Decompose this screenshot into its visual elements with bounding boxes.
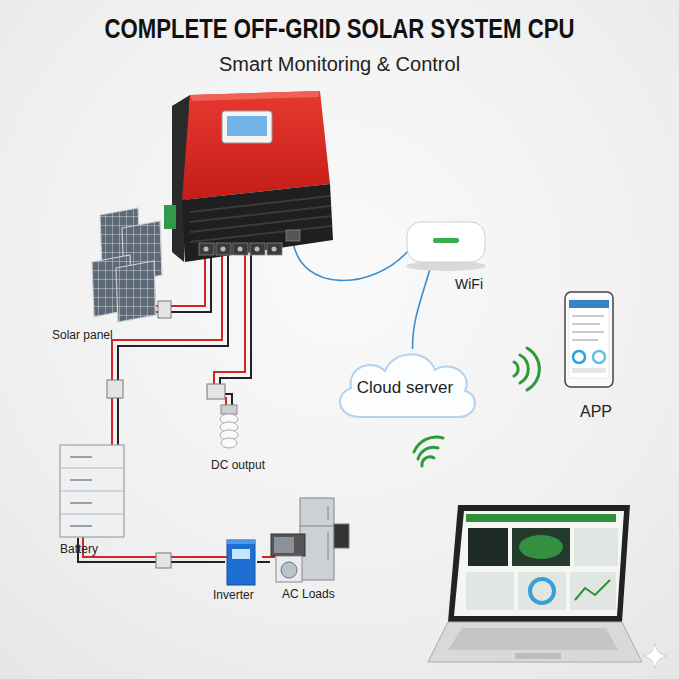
diagram-title: COMPLETE OFF-GRID SOLAR SYSTEM CPU bbox=[61, 14, 618, 45]
solar-panel-array: Solar panel bbox=[85, 205, 175, 325]
charge-controller bbox=[164, 91, 333, 262]
node-label: DC output bbox=[211, 458, 265, 472]
node-label: Cloud server bbox=[330, 378, 480, 398]
wire-connector bbox=[413, 262, 433, 349]
wifi-router-drawing bbox=[406, 222, 486, 271]
battery-cabinet: Battery bbox=[58, 443, 126, 538]
inverter-drawing bbox=[227, 540, 255, 585]
dc-output-wires bbox=[214, 250, 251, 406]
ac-loads: AC Loads bbox=[270, 497, 350, 585]
node-label: Solar panel bbox=[52, 328, 113, 342]
wire-connector bbox=[257, 557, 275, 562]
dc-output-bulb: DC output bbox=[215, 405, 245, 455]
ethernet-cable bbox=[293, 241, 409, 280]
subtitle: Smart Monitoring & Control bbox=[0, 53, 679, 76]
breaker-symbols bbox=[107, 301, 225, 568]
node-label: WiFi bbox=[455, 276, 483, 292]
watermark-sparkle bbox=[643, 643, 667, 669]
appliances-drawing bbox=[271, 498, 349, 582]
wire-line bbox=[78, 538, 225, 562]
battery-drawing bbox=[60, 445, 124, 537]
node-label: Battery bbox=[60, 542, 98, 556]
phone-drawing bbox=[565, 292, 613, 387]
wire-line bbox=[413, 262, 433, 349]
node-label: Inverter bbox=[213, 588, 254, 602]
battery-wires bbox=[112, 250, 228, 446]
cloud-server: Cloud server bbox=[330, 345, 480, 423]
solar-panel-drawing bbox=[92, 208, 162, 322]
inverter-unit: Inverter bbox=[225, 538, 257, 586]
bulb-drawing bbox=[220, 405, 238, 448]
node-label: APP bbox=[580, 403, 612, 421]
laptop-drawing bbox=[428, 505, 642, 662]
wire-line bbox=[257, 561, 270, 563]
wifi-router: WiFi bbox=[407, 222, 485, 262]
app-phone: APP bbox=[563, 290, 615, 390]
node-label: AC Loads bbox=[282, 587, 335, 601]
